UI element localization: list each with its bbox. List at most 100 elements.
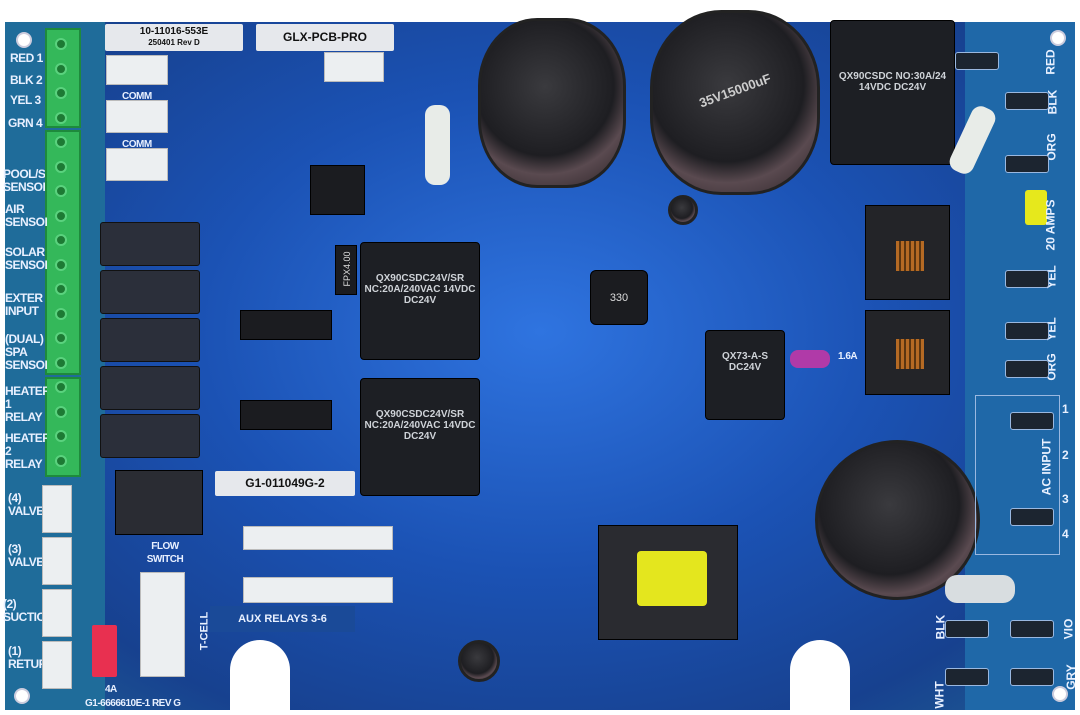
connector (324, 52, 384, 82)
mounting-hole (14, 688, 30, 704)
model-plate: GLX-PCB-PRO (256, 24, 394, 51)
wire-label-vio: VIO (1061, 618, 1076, 640)
spade-terminal (1005, 322, 1049, 340)
spade-terminal (1005, 155, 1049, 173)
pcb-revision-label: G1-6666610E-1 REV G (85, 698, 181, 709)
spade-terminal (1010, 412, 1054, 430)
wire-label-wht: WHT (932, 681, 947, 709)
mounting-slot (790, 640, 850, 715)
ic-chip (240, 310, 332, 340)
small-relay (100, 270, 200, 314)
ac-pin-1: 1 (1062, 402, 1069, 416)
aux-relay-connector (243, 577, 393, 603)
t-cell-connector (140, 572, 185, 677)
terminal-block-heater (45, 377, 81, 477)
terminal-screw (55, 185, 67, 197)
spade-terminal (1010, 668, 1054, 686)
small-capacitor (458, 640, 500, 682)
spade-terminal (1005, 92, 1049, 110)
power-relay: QX90CSDC24V/SR NC:20A/240VAC 14VDC DC24V (360, 242, 480, 360)
crystal-oscillator: FPX4.00 (335, 245, 357, 295)
ac-pin-2: 2 (1062, 448, 1069, 462)
terminal-screw (55, 430, 67, 442)
aux-relays-label: AUX RELAYS 3-6 (210, 606, 355, 632)
label-valve-4: (4) VALVE (8, 492, 44, 518)
t-cell-label: T-CELL (198, 611, 211, 651)
spade-terminal (1005, 360, 1049, 378)
small-relay (100, 222, 200, 266)
wire-label-gry: GRY (1063, 664, 1078, 690)
terminal-screw (55, 209, 67, 222)
label-red: RED 1 (10, 51, 43, 65)
label-air-sensor: AIR SENSOR (5, 203, 47, 229)
fuse-4a-label: 4A (105, 684, 117, 695)
choke-winding (896, 241, 924, 271)
comm-connector (106, 148, 168, 181)
terminal-screw (55, 381, 67, 393)
common-mode-choke (865, 310, 950, 395)
comm-label: COMM (122, 91, 152, 102)
common-mode-choke (865, 205, 950, 300)
standoff (425, 105, 450, 185)
ic-chip (240, 400, 332, 430)
terminal-screw (55, 283, 67, 295)
terminal-screw (55, 307, 67, 320)
dip-switch (92, 625, 117, 677)
terminal-screw (55, 136, 67, 148)
terminal-screw (55, 160, 67, 173)
flow-switch-label: FLOW SWITCH (146, 541, 184, 565)
fuse-20a (1025, 190, 1047, 225)
small-power-relay: QX73-A-S DC24V (705, 330, 785, 420)
mounting-hole (16, 32, 32, 48)
suction-connector (42, 589, 72, 637)
mounting-hole (1052, 686, 1068, 702)
label-return-1: (1) RETURN (8, 645, 48, 671)
terminal-screw (55, 258, 67, 271)
electrolytic-capacitor (478, 18, 626, 188)
small-relay (100, 366, 200, 410)
spade-terminal (1005, 270, 1049, 288)
comm-label: COMM (122, 139, 152, 150)
small-capacitor (668, 195, 698, 225)
label-heater-1-relay: HEATER 1 RELAY (5, 385, 47, 424)
label-valve-3: (3) VALVE (8, 543, 44, 569)
power-relay: QX90CSDC24V/SR NC:20A/240VAC 14VDC DC24V (360, 378, 480, 496)
rj-jack (115, 470, 203, 535)
label-dual-spa-sensor: (DUAL) SPA SENSOR (5, 333, 47, 372)
label-blk: BLK 2 (10, 73, 43, 87)
label-heater-2-relay: HEATER 2 RELAY (5, 432, 47, 471)
terminal-screw (55, 111, 67, 124)
terminal-screw (55, 332, 67, 344)
electrolytic-capacitor (815, 440, 980, 600)
valve-3-connector (42, 537, 72, 585)
terminal-screw (55, 87, 67, 99)
label-suction-2: (2) SUCTION (3, 598, 45, 624)
ac-pin-3: 3 (1062, 492, 1069, 506)
main-power-relay: QX90CSDC NO:30A/24 14VDC DC24V (830, 20, 955, 165)
aux-relay-connector (243, 526, 393, 550)
choke-winding (896, 339, 924, 369)
return-connector (42, 641, 72, 689)
standoff (945, 575, 1015, 603)
spade-terminal (945, 620, 989, 638)
spade-terminal (1010, 508, 1054, 526)
small-relay (100, 318, 200, 362)
ac-input-block (975, 395, 1060, 555)
fuse-1-6a (790, 350, 830, 368)
electrolytic-capacitor: 35V15000uF (650, 10, 820, 195)
terminal-screw (55, 38, 67, 50)
fuse-1-6a-label: 1.6A (838, 351, 858, 362)
revision: 250401 Rev D (148, 38, 200, 47)
connector (106, 55, 168, 85)
power-inductor: 330 (590, 270, 648, 325)
board-id-plate: G1-011049G-2 (215, 471, 355, 496)
small-relay (100, 414, 200, 458)
fuse-20-amps-label: 20 AMPS (1043, 199, 1058, 251)
comm-connector (106, 100, 168, 133)
label-pool-spa-sensor: POOL/SPA SENSOR (3, 168, 45, 194)
mounting-hole (1050, 30, 1066, 46)
terminal-screw (55, 234, 67, 246)
label-grn: GRN 4 (8, 116, 43, 130)
spade-terminal (945, 668, 989, 686)
valve-4-connector (42, 485, 72, 533)
